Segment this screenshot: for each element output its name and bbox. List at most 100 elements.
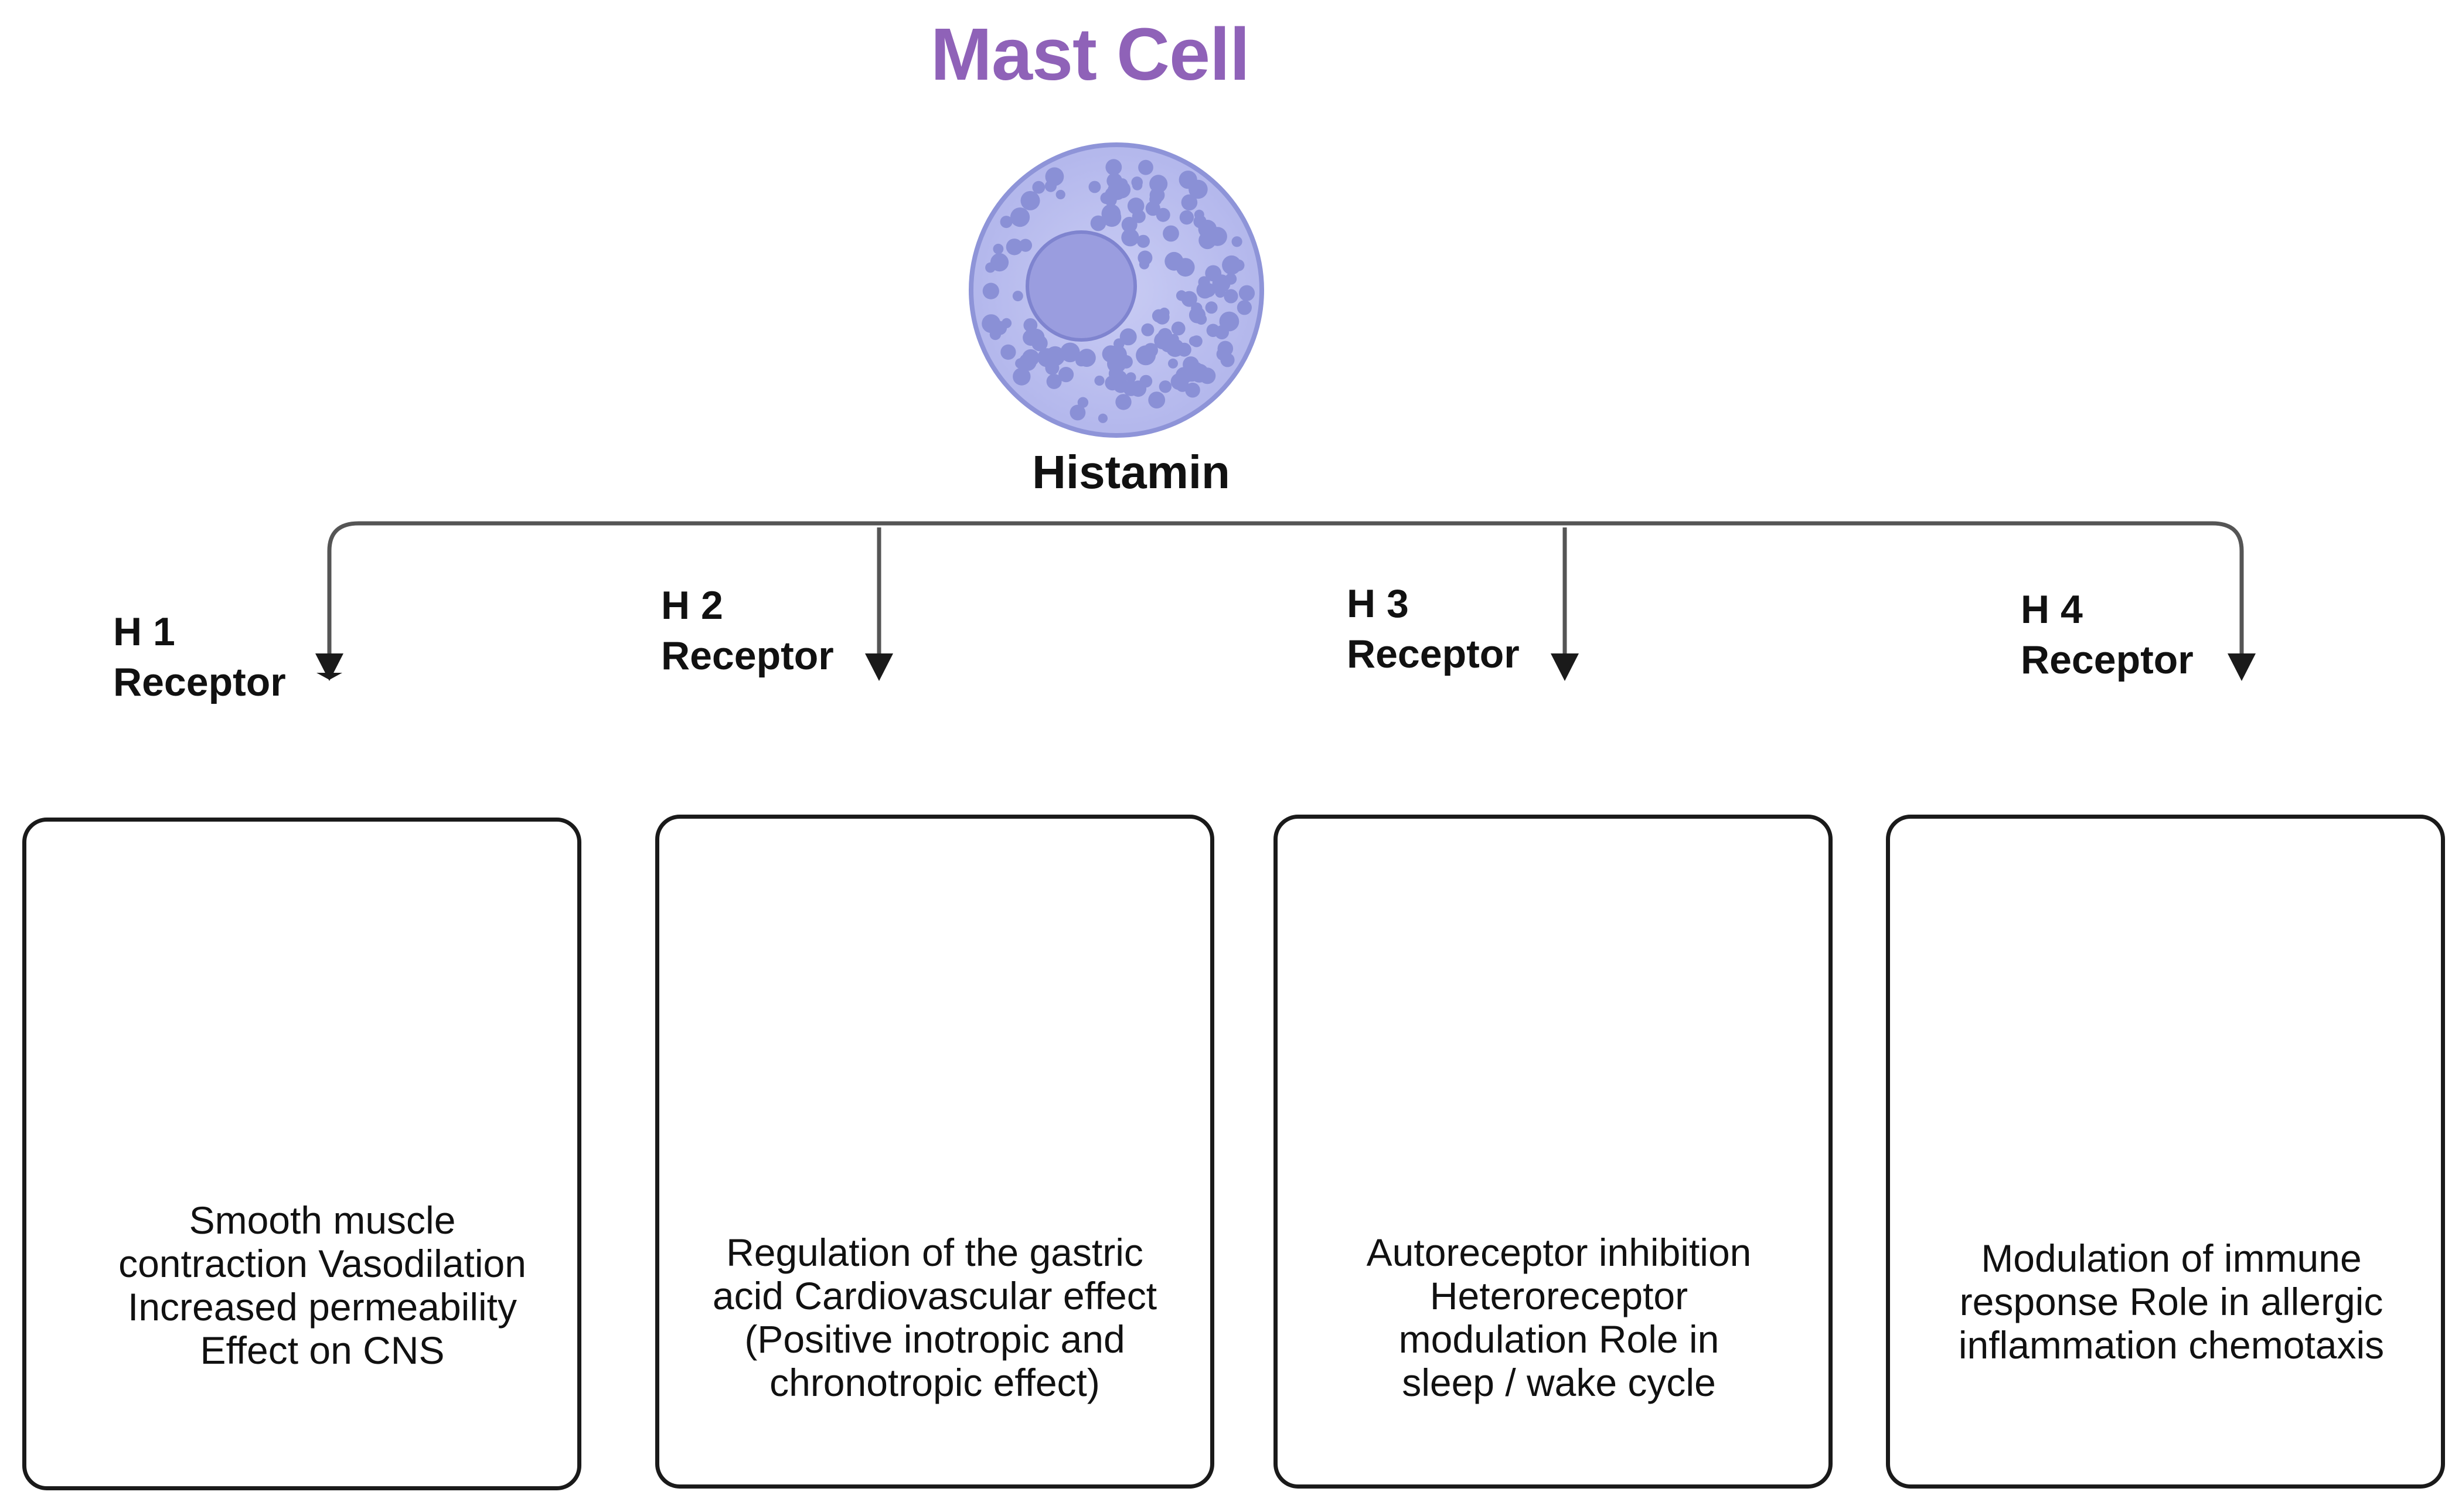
granule bbox=[1149, 193, 1162, 206]
granule bbox=[1000, 216, 1013, 229]
receptor-suffix: Receptor bbox=[113, 660, 286, 704]
granule bbox=[1010, 207, 1030, 227]
receptor-label-h1: H 1 Receptor bbox=[113, 607, 286, 707]
effect-box-h3 bbox=[1273, 815, 1833, 1489]
granule bbox=[1181, 194, 1198, 211]
granule bbox=[1113, 338, 1125, 349]
granule bbox=[1013, 367, 1031, 386]
granule bbox=[1077, 397, 1089, 408]
granule bbox=[1132, 209, 1146, 223]
granule bbox=[1045, 167, 1064, 186]
effect-line: chronotropic effect) bbox=[769, 1361, 1100, 1404]
effect-line: contraction Vasodilation bbox=[118, 1242, 526, 1285]
granule bbox=[1205, 301, 1218, 314]
granule bbox=[1206, 323, 1220, 338]
effects-h2: Regulation of the gastric acid Cardiovas… bbox=[671, 1231, 1198, 1404]
effect-line: Autoreceptor inhibition bbox=[1366, 1231, 1752, 1274]
granule bbox=[1105, 194, 1117, 207]
mast-cell-icon bbox=[969, 142, 1264, 438]
granule bbox=[985, 262, 996, 273]
granule bbox=[1107, 354, 1126, 373]
granule bbox=[1143, 343, 1158, 357]
granule bbox=[1058, 367, 1074, 383]
granule bbox=[1149, 175, 1168, 193]
granule bbox=[1215, 287, 1226, 298]
granule bbox=[1105, 159, 1122, 176]
arrow-h1-head bbox=[315, 653, 343, 681]
granule bbox=[1012, 291, 1023, 302]
effect-line: Effect on CNS bbox=[200, 1329, 445, 1372]
granule bbox=[1032, 181, 1046, 194]
granule bbox=[1225, 273, 1237, 285]
granule bbox=[1185, 382, 1200, 398]
effect-line: Increased permeability bbox=[128, 1285, 517, 1329]
granule bbox=[1088, 181, 1101, 193]
granule bbox=[1112, 376, 1123, 387]
effects-h4: Modulation of immune response Role in al… bbox=[1908, 1237, 2435, 1367]
granule bbox=[1232, 259, 1245, 271]
granule bbox=[1189, 336, 1199, 346]
effect-line: (Positive inotropic and bbox=[744, 1317, 1125, 1361]
granule bbox=[1070, 404, 1086, 421]
effects-h1: Smooth muscle contraction Vasodilation I… bbox=[64, 1198, 580, 1372]
granule bbox=[1163, 225, 1179, 242]
receptor-suffix: Receptor bbox=[661, 634, 834, 678]
granule bbox=[1160, 338, 1176, 353]
receptor-name: H 1 bbox=[113, 609, 175, 654]
granule bbox=[1131, 176, 1143, 188]
granule bbox=[1141, 323, 1155, 336]
granule bbox=[1237, 300, 1252, 315]
granule bbox=[1205, 265, 1222, 282]
granule bbox=[1138, 159, 1153, 175]
granule bbox=[1001, 318, 1012, 329]
granule bbox=[1196, 281, 1214, 299]
granule bbox=[1046, 373, 1062, 389]
granule bbox=[1179, 171, 1197, 189]
granule bbox=[1125, 372, 1136, 383]
effect-line: Modulation of immune bbox=[1981, 1237, 2362, 1280]
diagram-title: Mast Cell bbox=[930, 13, 1250, 96]
granule bbox=[1121, 229, 1139, 247]
granule bbox=[1183, 356, 1199, 373]
granule bbox=[1102, 207, 1122, 227]
receptor-suffix: Receptor bbox=[1347, 632, 1520, 676]
effect-box-h4 bbox=[1886, 815, 2445, 1489]
granule bbox=[993, 243, 1004, 254]
granule bbox=[1136, 234, 1150, 248]
granule bbox=[1168, 358, 1178, 369]
receptor-name: H 4 bbox=[2021, 587, 2083, 632]
effect-line: Smooth muscle bbox=[189, 1198, 456, 1242]
effect-line: response Role in allergic bbox=[1959, 1280, 2383, 1323]
granule bbox=[1000, 344, 1016, 360]
granule bbox=[1121, 217, 1138, 233]
granule bbox=[1216, 348, 1230, 361]
granule bbox=[1123, 380, 1139, 396]
granule bbox=[1090, 215, 1106, 231]
granule bbox=[1176, 258, 1195, 277]
effect-box-h1 bbox=[22, 818, 581, 1490]
granule bbox=[982, 282, 999, 299]
granule bbox=[1106, 173, 1123, 189]
granule bbox=[1219, 311, 1239, 332]
receptor-suffix: Receptor bbox=[2021, 638, 2194, 682]
effect-line: inflammation chemotaxis bbox=[1958, 1323, 2385, 1367]
granule bbox=[1098, 413, 1108, 423]
effect-line: acid Cardiovascular effect bbox=[712, 1274, 1157, 1317]
granule bbox=[1224, 289, 1238, 304]
granule bbox=[1171, 321, 1186, 336]
granule bbox=[1138, 250, 1153, 265]
mediator-label: Histamin bbox=[1032, 446, 1230, 498]
granule bbox=[1060, 342, 1080, 363]
effect-line: Regulation of the gastric bbox=[726, 1231, 1143, 1274]
granule bbox=[1006, 239, 1023, 256]
branch-connector bbox=[327, 521, 2244, 677]
effect-line: sleep / wake cycle bbox=[1402, 1361, 1716, 1404]
granule bbox=[1020, 190, 1040, 210]
granule bbox=[1159, 380, 1172, 393]
granule bbox=[1179, 210, 1194, 225]
granule bbox=[1115, 394, 1132, 410]
granule bbox=[1119, 328, 1137, 346]
receptor-label-h2: H 2 Receptor bbox=[661, 580, 834, 681]
granule bbox=[1077, 349, 1096, 367]
